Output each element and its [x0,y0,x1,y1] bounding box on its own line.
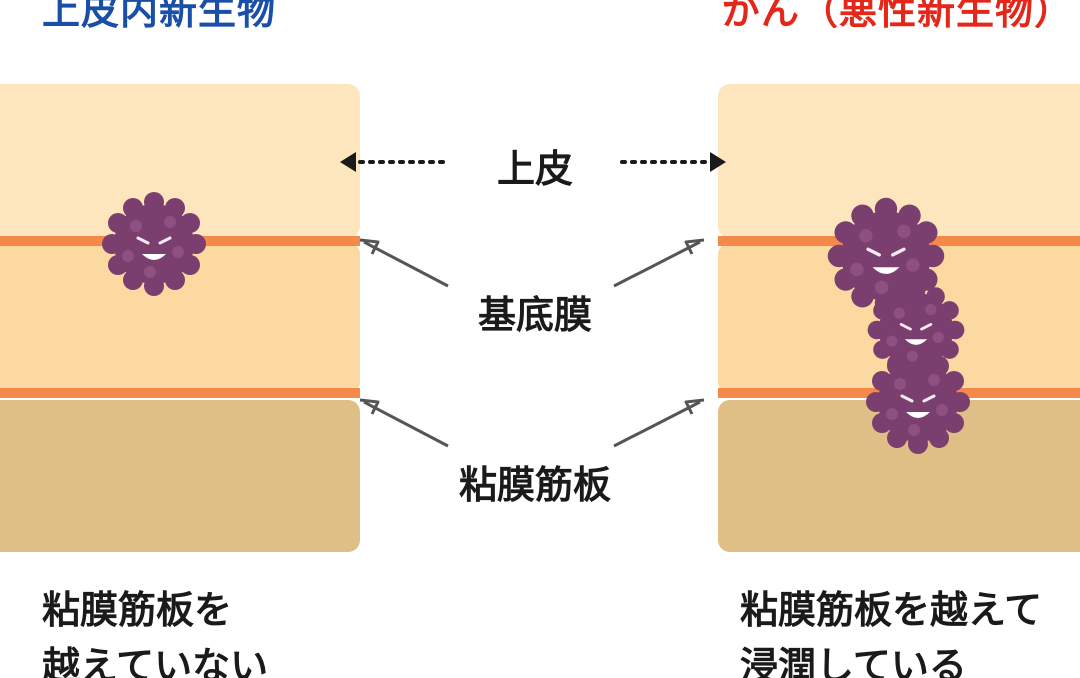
right-muscularis-layer [718,400,1080,552]
caption-left: 粘膜筋板を 越えていない [42,582,268,678]
right-epithelium-layer [718,84,1080,238]
label-epithelium: 上皮 [496,147,573,191]
label-muscularis-mucosae: 粘膜筋板 [458,463,611,507]
caption-left-line1: 粘膜筋板を [42,588,233,632]
arrow-icon [359,398,705,448]
left-epithelium-layer [0,84,360,238]
right-tissue-block [718,84,1080,552]
left-mucosa-layer [0,244,360,392]
title-malignant-neoplasm: がん（悪性新生物） [722,0,1074,33]
caption-right-line1: 粘膜筋板を越えて [740,588,1043,632]
caption-left-line2: 越えていない [42,644,269,678]
arrow-icon [359,238,705,288]
title-intraepithelial-neoplasia: 上皮内新生物 [42,0,277,33]
left-tissue-block [0,84,360,552]
left-muscularis-line [0,388,360,398]
caption-right-line2: 浸潤している [740,644,967,678]
caption-right: 粘膜筋板を越えて 浸潤している [740,582,1042,678]
double-arrow-icon [340,152,726,172]
left-muscularis-layer [0,400,360,552]
label-basement-membrane: 基底膜 [477,293,592,337]
